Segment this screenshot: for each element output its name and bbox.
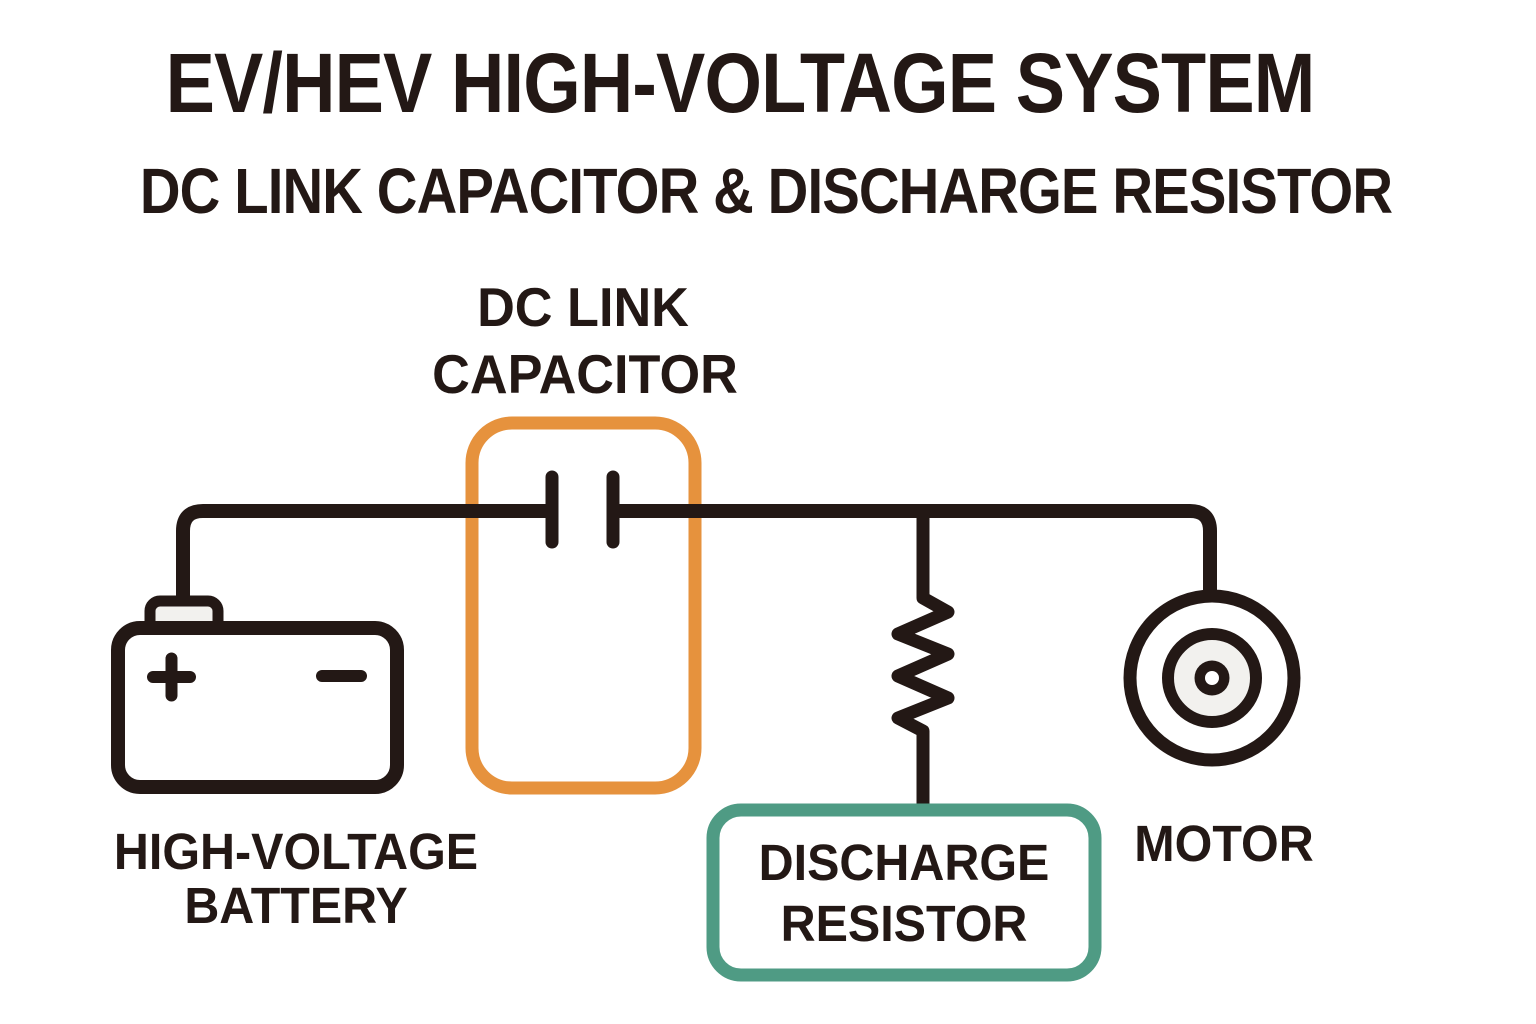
- motor-label: MOTOR: [1134, 815, 1313, 872]
- motor-symbol: [1123, 589, 1301, 767]
- wire-battery-to-capacitor: [176, 504, 553, 611]
- discharge-resistor-box: [706, 803, 1102, 982]
- capacitor-symbol: [545, 470, 620, 549]
- motor-hub-hole: [1205, 671, 1219, 685]
- resistor-label-line2: RESISTOR: [781, 895, 1028, 952]
- page-title: EV/HEV HIGH-VOLTAGE SYSTEM: [166, 36, 1315, 130]
- wire-resistor-branch: [891, 504, 955, 819]
- capacitor-label-line2: CAPACITOR: [432, 344, 738, 406]
- dc-link-capacitor-box: [465, 416, 702, 795]
- battery-label-line1: HIGH-VOLTAGE: [114, 823, 478, 880]
- battery-positive-sign: [147, 652, 196, 702]
- page-subtitle: DC LINK CAPACITOR & DISCHARGE RESISTOR: [140, 155, 1393, 227]
- battery-label-line2: BATTERY: [184, 877, 407, 934]
- battery-body: [111, 621, 404, 794]
- battery-symbol: [111, 595, 404, 794]
- capacitor-label-line1: DC LINK: [477, 277, 689, 339]
- resistor-label-line1: DISCHARGE: [759, 834, 1050, 891]
- wire-capacitor-to-motor: [613, 504, 1217, 605]
